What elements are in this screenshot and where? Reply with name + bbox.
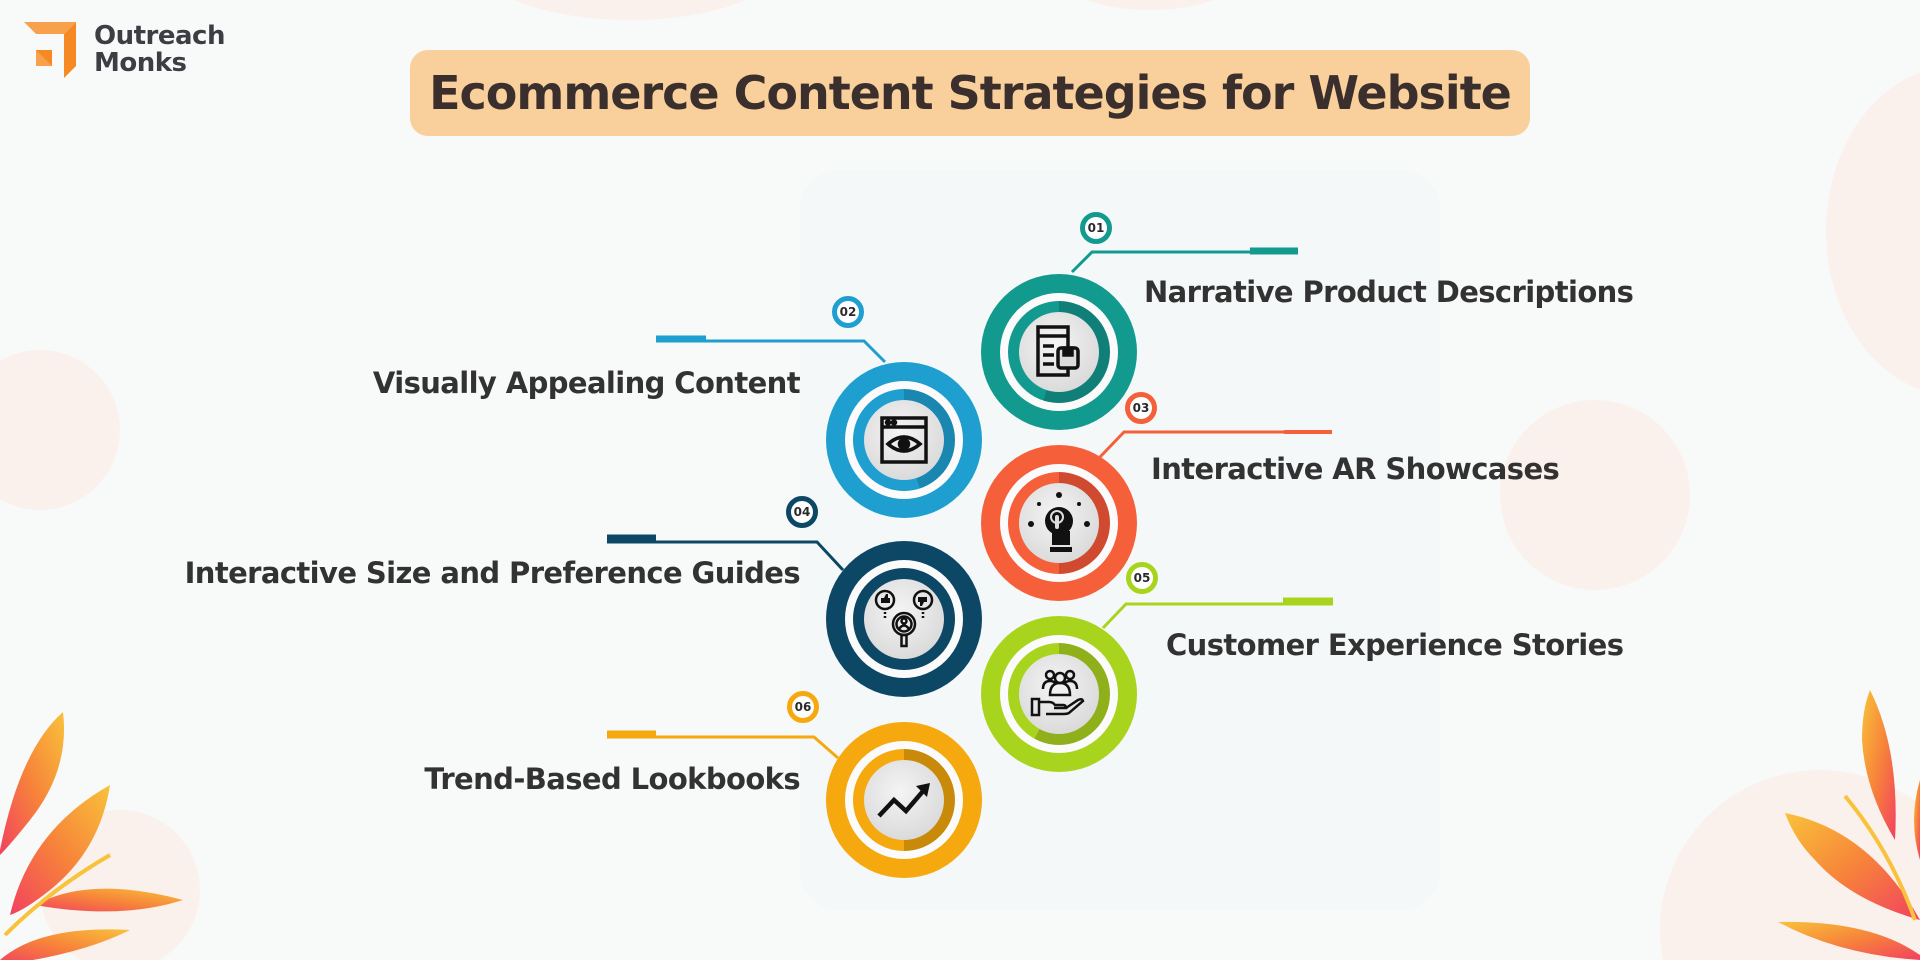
strategy-node-01 bbox=[981, 274, 1137, 430]
strategy-label-03: Interactive AR Showcases bbox=[1151, 452, 1560, 486]
step-badge-03: 03 bbox=[1125, 392, 1157, 424]
trend-up-icon bbox=[877, 783, 930, 818]
step-badge-02: 02 bbox=[832, 296, 864, 328]
document-box-icon bbox=[1036, 325, 1080, 377]
hand-people-icon bbox=[1030, 669, 1085, 717]
step-badge-04: 04 bbox=[786, 496, 818, 528]
step-badge-05: 05 bbox=[1126, 562, 1158, 594]
strategy-label-04: Interactive Size and Preference Guides bbox=[184, 556, 801, 590]
brand-name-line1: Outreach bbox=[94, 21, 225, 51]
strategy-label-05: Customer Experience Stories bbox=[1166, 628, 1624, 662]
brand-name-line2: Monks bbox=[94, 48, 187, 78]
logo-mark-icon bbox=[24, 22, 76, 78]
bg-circle-top-right bbox=[1060, 0, 1240, 10]
strategy-node-04 bbox=[826, 541, 982, 697]
step-badge-01: 01 bbox=[1080, 212, 1112, 244]
strategy-node-03 bbox=[981, 445, 1137, 601]
strategy-node-02 bbox=[826, 362, 982, 518]
brand-logo: Outreach Monks bbox=[20, 18, 225, 82]
strategy-node-05 bbox=[981, 616, 1137, 772]
step-badge-06: 06 bbox=[787, 691, 819, 723]
leaf-decoration-left bbox=[0, 712, 183, 960]
strategy-label-01: Narrative Product Descriptions bbox=[1144, 275, 1634, 309]
bg-circle-mid-right bbox=[1500, 400, 1690, 590]
browser-eye-icon bbox=[880, 416, 928, 464]
strategy-label-06: Trend-Based Lookbooks bbox=[424, 762, 800, 796]
touch-bulb-icon bbox=[1028, 492, 1090, 552]
feedback-search-icon bbox=[874, 589, 934, 648]
title-banner: Ecommerce Content Strategies for Website bbox=[410, 50, 1530, 136]
leaf-decoration-right bbox=[1778, 690, 1920, 960]
strategy-node-06 bbox=[826, 722, 982, 878]
strategy-label-02: Visually Appealing Content bbox=[372, 366, 801, 400]
page-title: Ecommerce Content Strategies for Website bbox=[429, 66, 1512, 120]
